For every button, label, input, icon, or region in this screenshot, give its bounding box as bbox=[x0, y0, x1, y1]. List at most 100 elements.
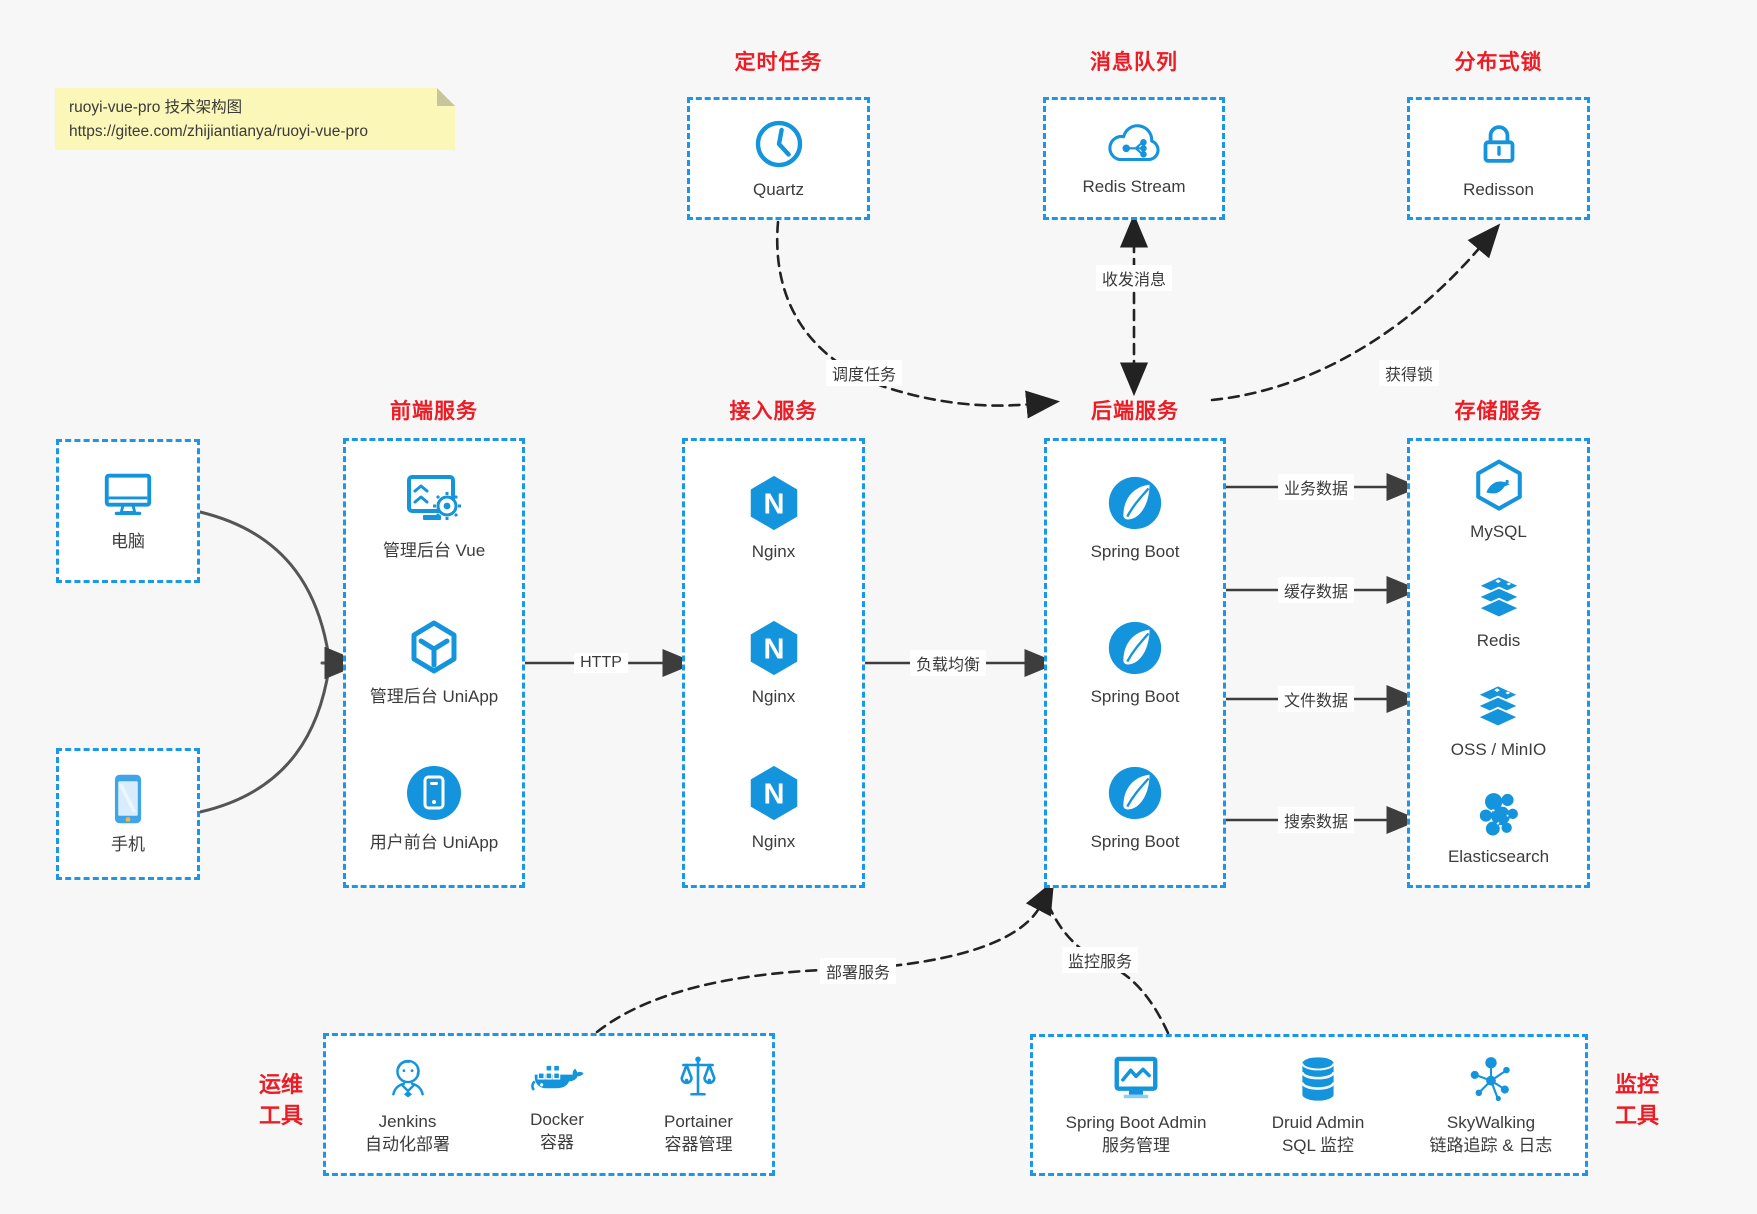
node-mysql: MySQL bbox=[1470, 458, 1528, 544]
desktop-icon bbox=[104, 473, 152, 516]
trace-network-icon bbox=[1470, 1056, 1510, 1101]
title-storage: 存储服务 bbox=[1454, 400, 1543, 423]
node-label: Druid Admin SQL 监控 bbox=[1272, 1112, 1365, 1158]
node-redis-stream: Redis Stream bbox=[1082, 119, 1186, 199]
node-label: SkyWalking 链路追踪 & 日志 bbox=[1430, 1112, 1553, 1158]
title-access: 接入服务 bbox=[729, 400, 818, 423]
ops-side-line2: 工具 bbox=[258, 1102, 303, 1128]
tool-sub: SQL 监控 bbox=[1281, 1135, 1355, 1155]
svg-text:N: N bbox=[763, 779, 784, 811]
node-label: Spring Boot bbox=[1090, 541, 1180, 561]
edge-label-search: 搜索数据 bbox=[1277, 807, 1355, 833]
node-label: OSS / MinIO bbox=[1450, 739, 1547, 759]
client-phone: 手机 bbox=[56, 748, 200, 880]
node-springboot-2: Spring Boot bbox=[1090, 617, 1180, 709]
title-lock: 分布式锁 bbox=[1454, 51, 1543, 74]
group-monitor: Spring Boot Admin 服务管理 Druid Admin SQL 监… bbox=[1030, 1034, 1588, 1176]
title-queue: 消息队列 bbox=[1090, 51, 1178, 74]
spring-boot-icon bbox=[1108, 767, 1162, 820]
node-springboot-3: Spring Boot bbox=[1091, 762, 1179, 854]
jenkins-icon bbox=[391, 1059, 424, 1098]
node-springboot-admin: Spring Boot Admin 服务管理 bbox=[1065, 1053, 1207, 1158]
cube-icon bbox=[411, 620, 457, 674]
mysql-icon bbox=[1475, 459, 1522, 511]
redis-stack-icon bbox=[1475, 574, 1522, 618]
edge-label-deploy: 部署服务 bbox=[819, 958, 897, 984]
node-label: Quartz bbox=[752, 179, 805, 199]
note-fold-corner bbox=[437, 88, 455, 106]
lock-icon bbox=[1483, 124, 1514, 163]
node-label: 手机 bbox=[111, 835, 145, 855]
edge-label-http: HTTP bbox=[574, 653, 628, 673]
node-label: 用户前台 UniApp bbox=[369, 833, 499, 853]
edge-label-schedule: 调度任务 bbox=[825, 360, 903, 386]
node-skywalking: SkyWalking 链路追踪 & 日志 bbox=[1430, 1053, 1553, 1158]
title-frontend: 前端服务 bbox=[390, 400, 478, 423]
group-ops: Jenkins 自动化部署 Docker 容器 bbox=[323, 1033, 775, 1176]
tool-sub: 服务管理 bbox=[1102, 1135, 1171, 1155]
svg-text:N: N bbox=[763, 634, 784, 666]
node-label: Spring Boot bbox=[1090, 687, 1180, 707]
node-label: 管理后台 Vue bbox=[382, 541, 486, 561]
node-docker: Docker 容器 bbox=[528, 1054, 586, 1155]
note-url: https://gitee.com/zhijiantianya/ruoyi-vu… bbox=[69, 123, 368, 141]
spring-boot-icon bbox=[1108, 476, 1162, 529]
node-user-uniapp: 用户前台 UniApp bbox=[370, 761, 498, 855]
nginx-icon: N bbox=[750, 620, 797, 676]
node-phone: 手机 bbox=[105, 771, 151, 857]
edge-label-business: 业务数据 bbox=[1277, 474, 1355, 500]
tool-name: Spring Boot Admin bbox=[1065, 1112, 1207, 1132]
note-title: ruoyi-vue-pro 技术架构图 bbox=[69, 99, 243, 116]
node-elasticsearch: Elasticsearch bbox=[1448, 787, 1549, 869]
tool-name: SkyWalking bbox=[1446, 1112, 1536, 1132]
monitor-side-line2: 工具 bbox=[1614, 1102, 1659, 1128]
group-access: N Nginx N Nginx N Nginx bbox=[682, 438, 865, 888]
smartphone-icon bbox=[114, 774, 142, 824]
nginx-icon: N bbox=[750, 766, 797, 821]
docker-icon bbox=[531, 1064, 584, 1091]
edge-pc-frontend bbox=[198, 510, 331, 660]
scales-icon bbox=[680, 1056, 717, 1096]
spring-boot-icon bbox=[1108, 621, 1162, 675]
clock-icon bbox=[755, 120, 802, 167]
node-pc: 电脑 bbox=[97, 468, 159, 554]
edge-phone-frontend bbox=[198, 666, 331, 814]
group-backend: Spring Boot Spring Boot Spring Boot bbox=[1044, 438, 1226, 888]
tool-sub: 链路追踪 & 日志 bbox=[1429, 1135, 1553, 1155]
group-timer: Quartz bbox=[687, 97, 870, 220]
group-frontend: 管理后台 Vue 管理后台 UniApp 用户前台 UniApp bbox=[343, 438, 525, 888]
edge-lock bbox=[1210, 223, 1501, 402]
edge-label-monitor: 监控服务 bbox=[1061, 947, 1139, 973]
edge-label-file: 文件数据 bbox=[1277, 686, 1355, 712]
edge-schedule bbox=[775, 220, 1061, 419]
tool-name: Jenkins bbox=[378, 1112, 437, 1132]
node-label: Jenkins 自动化部署 bbox=[365, 1111, 450, 1157]
cloud-stream-icon bbox=[1108, 123, 1160, 161]
node-label: Nginx bbox=[751, 687, 796, 707]
edge-label-load-balance: 负载均衡 bbox=[909, 650, 987, 676]
node-label: Elasticsearch bbox=[1447, 846, 1550, 866]
phone-circle-icon bbox=[406, 766, 461, 821]
node-label: Nginx bbox=[751, 832, 796, 852]
node-redis: Redis bbox=[1469, 569, 1529, 653]
tool-sub: 容器管理 bbox=[664, 1135, 733, 1154]
node-portainer: Portainer 容器管理 bbox=[664, 1052, 733, 1157]
client-pc: 电脑 bbox=[56, 439, 200, 583]
node-nginx-2: N Nginx bbox=[743, 617, 805, 709]
node-nginx-3: N Nginx bbox=[743, 762, 805, 854]
tool-sub: 自动化部署 bbox=[365, 1135, 450, 1154]
title-backend: 后端服务 bbox=[1091, 400, 1179, 423]
edge-label-cache: 缓存数据 bbox=[1277, 577, 1355, 603]
node-quartz: Quartz bbox=[751, 116, 807, 202]
node-label: Redis Stream bbox=[1082, 176, 1186, 196]
node-label: Redis bbox=[1476, 630, 1521, 650]
node-jenkins: Jenkins 自动化部署 bbox=[365, 1052, 450, 1157]
node-label: 管理后台 UniApp bbox=[369, 687, 499, 707]
database-icon bbox=[1301, 1056, 1335, 1101]
sticky-note: ruoyi-vue-pro 技术架构图 https://gitee.com/zh… bbox=[55, 88, 455, 150]
edge-monitor bbox=[1047, 904, 1170, 1035]
object-storage-stack-icon bbox=[1475, 683, 1522, 727]
node-label: Redisson bbox=[1463, 179, 1534, 199]
node-springboot-1: Spring Boot bbox=[1090, 472, 1180, 564]
